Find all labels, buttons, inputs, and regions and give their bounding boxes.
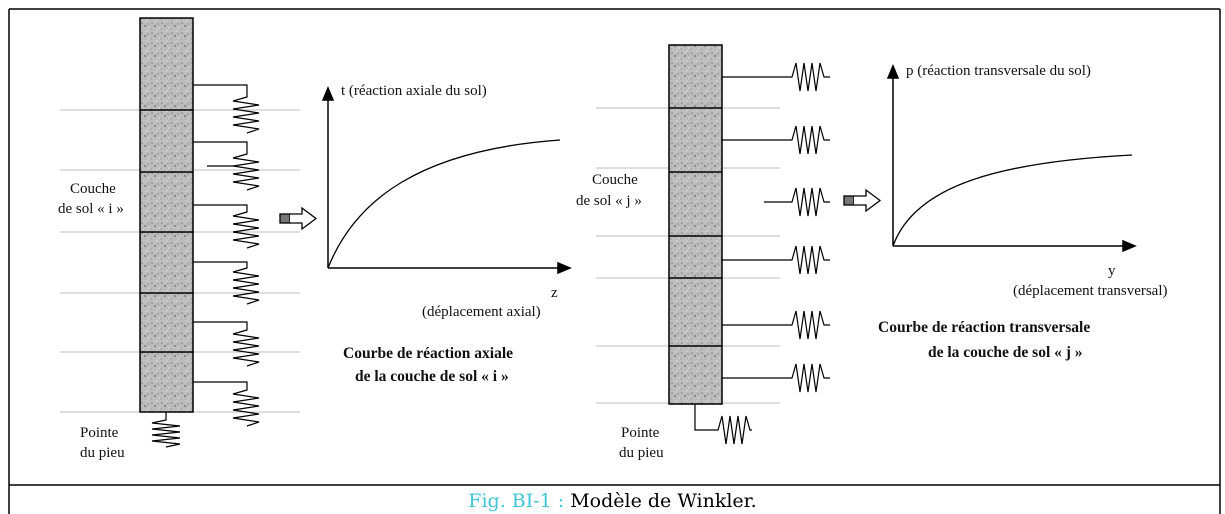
right-tip-label-line1: Pointe — [621, 425, 660, 441]
spring-5 — [722, 310, 830, 340]
left-transition-arrow — [279, 206, 318, 231]
left-tip-label-line1: Pointe — [80, 425, 119, 441]
left-x-axis-symbol: z — [551, 285, 558, 301]
spring-6 — [722, 363, 830, 393]
right-layer-label-line2: de sol « j » — [576, 193, 642, 209]
right-lateral-springs — [694, 62, 830, 445]
figure-caption: Fig. BI-1 : Modèle de Winkler. — [0, 490, 1225, 512]
figure-frame — [8, 8, 1221, 514]
spring-3 — [193, 204, 260, 249]
right-x-axis-label: (déplacement transversal) — [1013, 283, 1168, 299]
left-curve-caption-line2: de la couche de sol « i » — [355, 368, 509, 385]
right-transverse-curve — [892, 154, 1133, 247]
tip-spring — [694, 404, 752, 445]
spring-6 — [193, 381, 260, 427]
spring-3 — [764, 187, 830, 217]
left-x-axis-label: (déplacement axial) — [422, 304, 541, 320]
left-layer-label-line1: Couche — [70, 181, 116, 197]
right-curve-caption-line2: de la couche de sol « j » — [928, 344, 1083, 361]
spring-1 — [193, 84, 260, 134]
spring-4 — [193, 261, 260, 305]
left-axial-curve — [327, 139, 561, 269]
right-layer-label-line1: Couche — [592, 172, 638, 188]
spring-2 — [193, 141, 260, 191]
right-curve-axes — [886, 64, 1137, 253]
right-pile — [668, 44, 723, 405]
figure-title: Modèle de Winkler. — [564, 490, 757, 512]
spring-4 — [722, 245, 830, 275]
left-y-axis-label: t (réaction axiale du sol) — [341, 83, 487, 99]
left-tip-label-line2: du pieu — [80, 445, 125, 461]
left-layer-label-line2: de sol « i » — [58, 201, 124, 217]
spring-5 — [193, 321, 260, 367]
spring-1 — [722, 62, 830, 92]
right-curve-caption-line1: Courbe de réaction transversale — [878, 319, 1091, 336]
left-axial-springs — [151, 84, 260, 448]
right-y-axis-label: p (réaction transversale du sol) — [906, 63, 1091, 79]
left-curve-axes — [321, 86, 572, 275]
right-transition-arrow — [843, 188, 882, 213]
left-pile — [139, 17, 194, 413]
left-curve-caption-line1: Courbe de réaction axiale — [343, 345, 514, 362]
spring-2 — [722, 125, 830, 155]
figure-number: Fig. BI-1 : — [468, 490, 565, 512]
right-x-axis-symbol: y — [1108, 263, 1116, 279]
tip-spring — [151, 412, 181, 448]
right-tip-label-line2: du pieu — [619, 445, 664, 461]
